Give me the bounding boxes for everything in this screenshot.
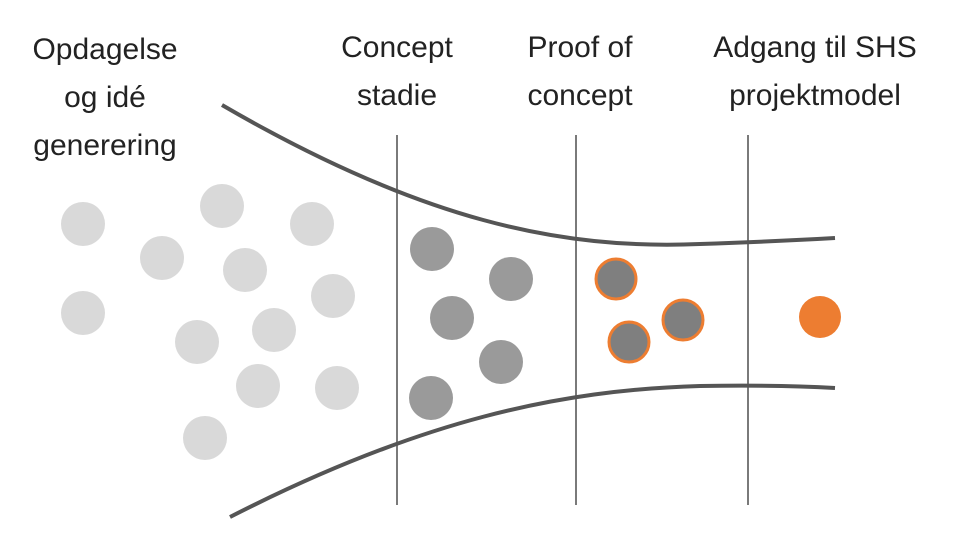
funnel-top-curve <box>220 103 836 247</box>
label-line: Opdagelse <box>32 33 178 66</box>
idea-circle <box>223 248 267 292</box>
label-line: og idé <box>64 81 146 114</box>
label-line: Adgang til SHS <box>713 31 917 64</box>
idea-circle <box>311 274 355 318</box>
stage-label-discovery: Opdagelse og idé generering <box>32 26 177 170</box>
stage-label-concept: Concept stadie <box>341 24 453 120</box>
label-line: Concept <box>341 31 453 64</box>
idea-circle <box>252 308 296 352</box>
concept-circle <box>489 257 533 301</box>
idea-circle <box>175 320 219 364</box>
shs-project-circle <box>799 296 841 338</box>
concept-circle <box>410 227 454 271</box>
idea-circle <box>140 236 184 280</box>
concept-circle <box>430 296 474 340</box>
label-line: projektmodel <box>729 79 901 112</box>
idea-circle <box>290 202 334 246</box>
label-line: generering <box>33 129 177 162</box>
label-line: concept <box>527 79 633 112</box>
idea-circles <box>61 184 359 460</box>
label-line: Proof of <box>527 31 633 64</box>
funnel-bottom-curve <box>229 383 836 519</box>
label-line: stadie <box>356 79 438 112</box>
concept-circle <box>409 376 453 420</box>
proof-circle <box>661 298 705 342</box>
idea-circle <box>236 364 280 408</box>
proof-circle <box>607 320 651 364</box>
proof-circle <box>594 257 638 301</box>
stage-label-shs-access: Adgang til SHS projektmodel <box>713 24 916 120</box>
idea-circle <box>315 366 359 410</box>
idea-circle <box>61 291 105 335</box>
concept-circle <box>479 340 523 384</box>
idea-circle <box>61 202 105 246</box>
idea-circle <box>183 416 227 460</box>
stage-label-proof-of-concept: Proof of concept <box>527 24 632 120</box>
idea-circle <box>200 184 244 228</box>
